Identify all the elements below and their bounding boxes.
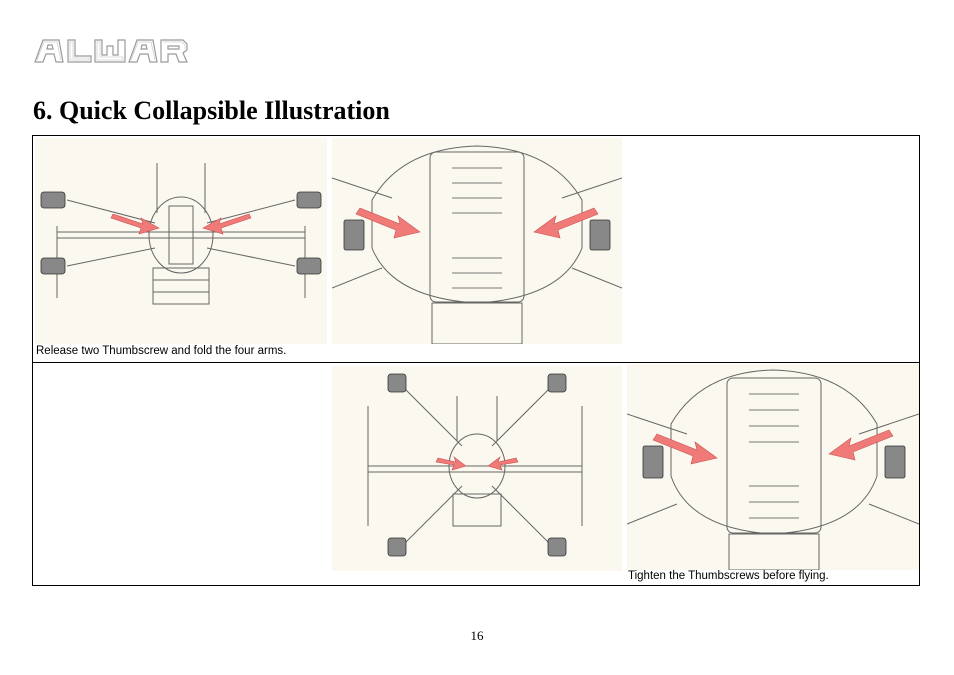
page-number: 16 xyxy=(470,628,484,643)
hexacopter-folded-drawing xyxy=(332,366,622,571)
center-plate-closeup-drawing xyxy=(332,138,622,344)
page-title: 6. Quick Collapsible Illustration xyxy=(33,96,390,125)
step-2-caption: Tighten the Thumbscrews before flying. xyxy=(628,570,829,582)
step-1-caption: Release two Thumbscrew and fold the four… xyxy=(36,345,287,357)
illustration-frame: Release two Thumbscrew and fold the four… xyxy=(32,135,920,586)
alware-logo xyxy=(33,38,193,64)
row-divider xyxy=(33,362,919,363)
hexacopter-unfolded-drawing xyxy=(35,138,327,344)
center-plate-tighten-drawing xyxy=(627,364,919,570)
